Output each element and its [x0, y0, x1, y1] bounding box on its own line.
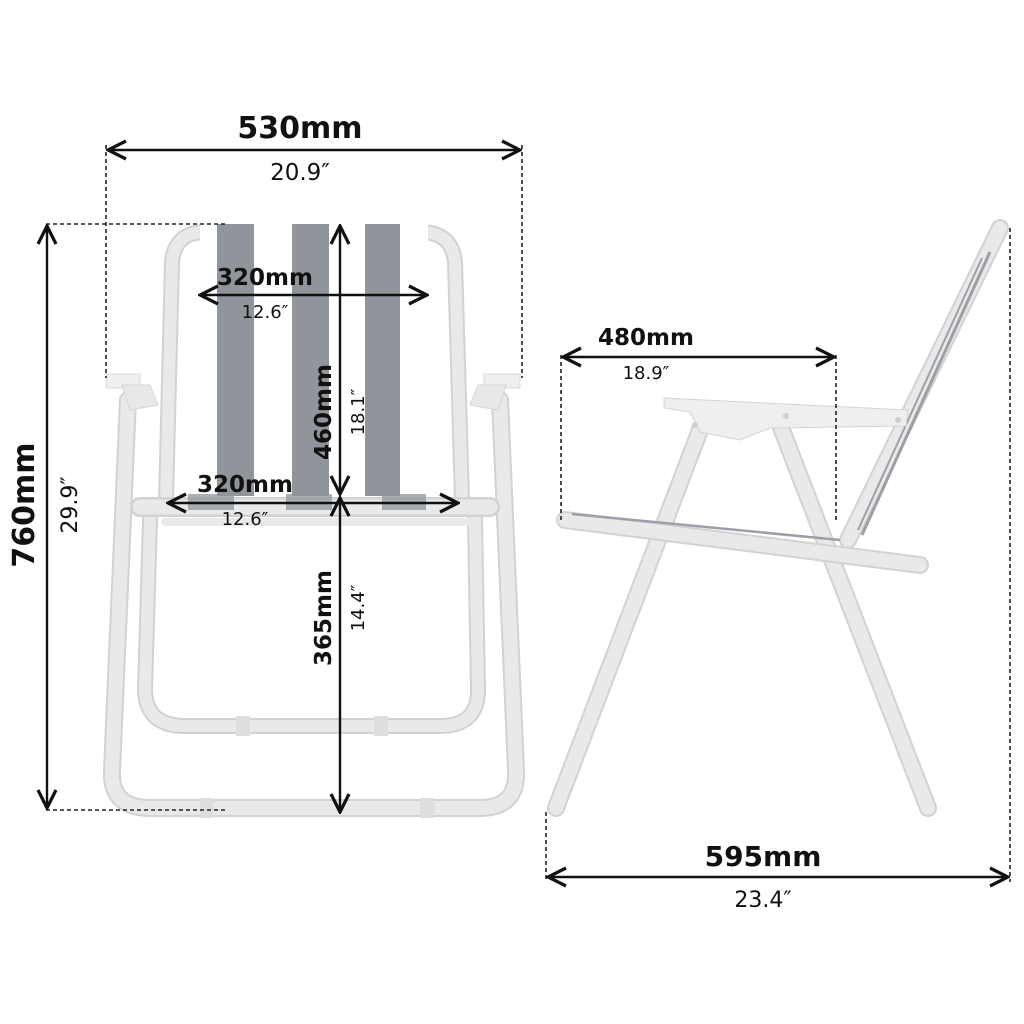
fabric-stripe — [365, 224, 400, 496]
overall-width-inch: 20.9″ — [270, 160, 330, 186]
dimension-seat-depth: 480mm 18.9″ — [560, 325, 837, 522]
seat-width-inch: 12.6″ — [222, 509, 269, 530]
overall-height-inch: 29.9″ — [58, 476, 83, 533]
backrest-height-inch: 18.1″ — [348, 388, 369, 435]
backrest-width-mm: 320mm — [217, 265, 313, 291]
overall-depth-mm: 595mm — [705, 840, 822, 873]
overall-width-mm: 530mm — [237, 111, 362, 146]
dimension-overall-width: 530mm 20.9″ — [105, 111, 523, 378]
dimension-backrest-height: 460mm 18.1″ — [311, 226, 369, 494]
backrest-width-inch: 12.6″ — [242, 302, 289, 323]
seat-width-mm: 320mm — [197, 472, 293, 498]
dimension-overall-depth: 595mm 23.4″ — [545, 228, 1011, 913]
overall-height-mm: 760mm — [7, 442, 42, 567]
dimension-overall-height: 760mm 29.9″ — [7, 223, 228, 811]
fabric-stripe — [292, 224, 329, 496]
seat-depth-mm: 480mm — [598, 325, 694, 351]
fabric-stripe — [217, 224, 254, 496]
side-view-chair — [547, 219, 1009, 817]
dimension-backrest-width: 320mm 12.6″ — [200, 265, 427, 323]
seat-depth-inch: 18.9″ — [623, 363, 670, 384]
seat-height-inch: 14.4″ — [348, 584, 369, 631]
overall-depth-inch: 23.4″ — [734, 888, 791, 913]
dimension-seat-height: 365mm 14.4″ — [311, 498, 369, 812]
seat-height-mm: 365mm — [311, 570, 337, 666]
backrest-height-mm: 460mm — [311, 364, 337, 460]
dimension-seat-width: 320mm 12.6″ — [168, 472, 458, 530]
front-view-chair — [102, 224, 526, 818]
